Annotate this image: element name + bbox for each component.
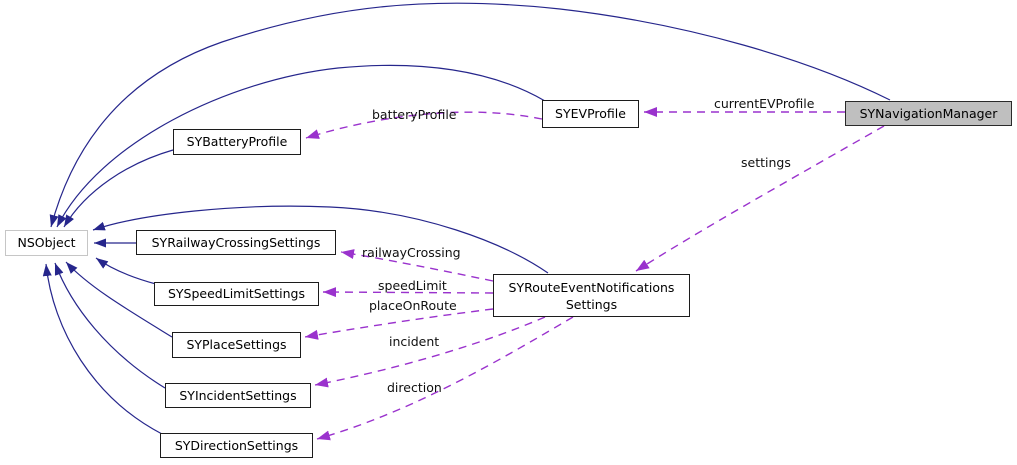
edge-usage-settings (635, 125, 885, 272)
edge-usage-railwaycrossing (340, 249, 494, 282)
edge-label-speedlimit: speedLimit (378, 278, 447, 293)
edge-inheritance-synavigationmanager (49, 2, 891, 228)
node-syincidentsettings[interactable]: SYIncidentSettings (165, 383, 311, 408)
edge-label-direction: direction (387, 380, 442, 395)
node-nsobject: NSObject (5, 230, 88, 256)
edge-usage-speedlimit (322, 287, 494, 298)
edge-inheritance-sydirectionsettings (42, 263, 163, 435)
edge-usage-placeonroute (304, 308, 494, 340)
node-sydirectionsettings[interactable]: SYDirectionSettings (160, 433, 313, 458)
edge-label-currentevprofile: currentEVProfile (714, 96, 815, 111)
edge-inheritance-syspeedlimitsettings (95, 257, 157, 285)
edge-usage-batteryprofile (305, 111, 543, 139)
node-synavigationmanager: SYNavigationManager (845, 101, 1012, 126)
node-label-line2: Settings (565, 296, 618, 312)
edge-label-railwaycrossing: railwayCrossing (362, 245, 461, 260)
edge-inheritance-syrouteeventnotificationssettings (92, 205, 549, 274)
node-syplacesettings[interactable]: SYPlaceSettings (172, 332, 301, 358)
node-syrouteeventnotificationssettings[interactable]: SYRouteEventNotifications Settings (493, 274, 690, 317)
node-syevprofile[interactable]: SYEVProfile (542, 100, 639, 128)
edge-usage-incident (314, 316, 546, 388)
edge-usage-direction (316, 316, 574, 441)
edge-inheritance-syevprofile (56, 64, 546, 228)
edge-label-placeonroute: placeOnRoute (369, 298, 457, 313)
node-syspeedlimitsettings[interactable]: SYSpeedLimitSettings (154, 282, 319, 306)
edge-label-incident: incident (389, 334, 440, 349)
node-syrailwaycrossingsettings[interactable]: SYRailwayCrossingSettings (136, 230, 336, 255)
edge-label-batteryprofile: batteryProfile (372, 107, 457, 122)
edge-inheritance-syincidentsettings (54, 262, 166, 389)
node-label-line1: SYRouteEventNotifications (508, 279, 675, 295)
edge-inheritance-sybatteryprofile (63, 149, 174, 228)
edge-label-settings: settings (741, 155, 791, 170)
node-sybatteryprofile[interactable]: SYBatteryProfile (173, 129, 301, 155)
edge-inheritance-syplacesettings (65, 261, 173, 338)
